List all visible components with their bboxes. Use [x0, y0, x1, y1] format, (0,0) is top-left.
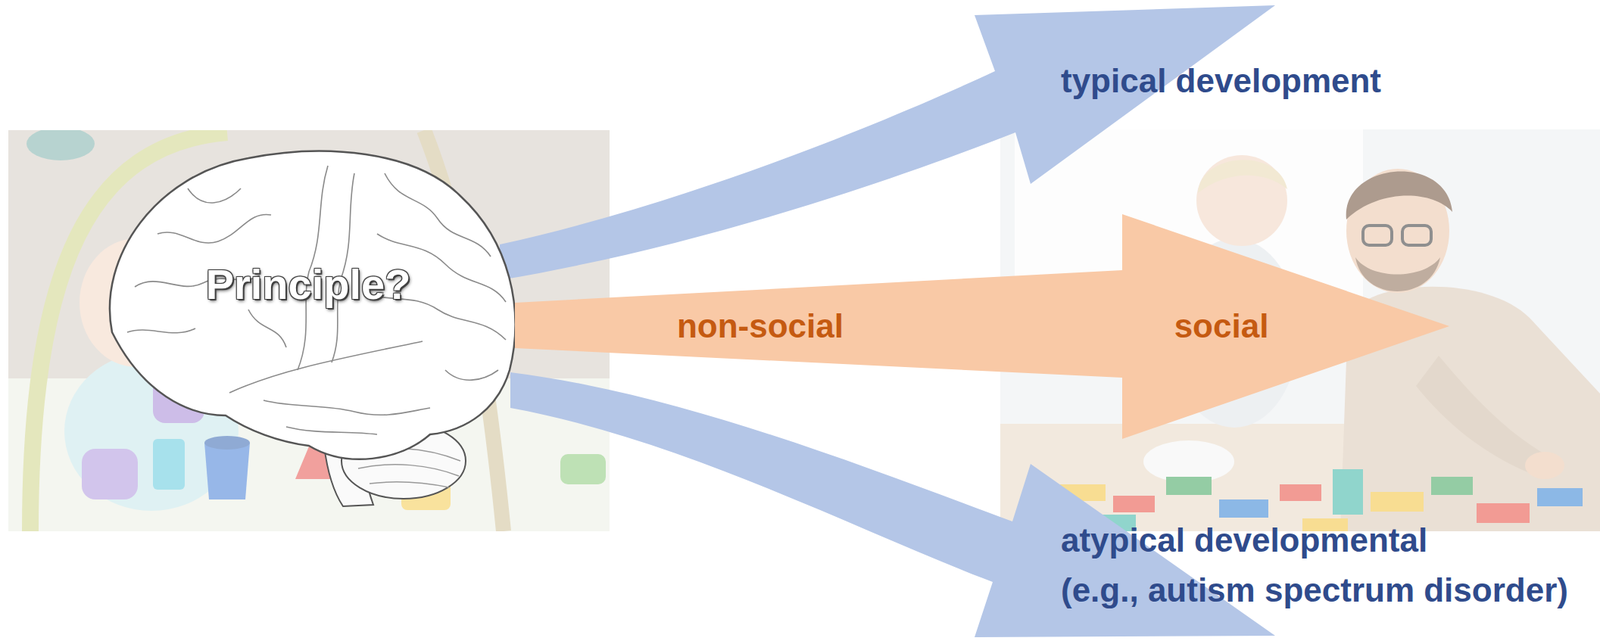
brain-illustration — [286, 427, 378, 435]
brain-illustration — [109, 151, 515, 460]
brain-illustration — [248, 309, 287, 348]
brain-illustration — [127, 328, 196, 334]
outcome-label: typical development — [1060, 62, 1382, 100]
pathway-arrow: non-social social — [514, 214, 1450, 440]
arrow-label: social — [1174, 307, 1270, 345]
brain-illustration — [157, 214, 272, 244]
orange-arrow-shape — [514, 214, 1450, 440]
outcome-label: atypical developmental (e.g., autism spe… — [1060, 521, 1569, 609]
outcome-label-holder: typical development — [1060, 56, 1382, 107]
brain-illustration — [127, 165, 506, 435]
brain-illustration — [96, 143, 521, 511]
text-holder: Principle? — [205, 259, 412, 309]
orange-arrow-shape — [514, 214, 1450, 440]
brain-illustration — [187, 188, 241, 203]
brain-illustration — [445, 370, 499, 381]
brain-illustration — [263, 400, 431, 415]
text-holder: non-social — [676, 307, 844, 346]
text-holder: social — [1174, 307, 1270, 346]
question-label: Principle? — [205, 260, 412, 309]
arrow-label: non-social — [676, 307, 844, 345]
brain-node: Principle? — [96, 143, 521, 511]
brain-illustration — [229, 341, 423, 393]
wrap-spacer — [1484, 515, 1584, 524]
outcome-label-holder: atypical developmental (e.g., autism spe… — [1060, 515, 1584, 616]
